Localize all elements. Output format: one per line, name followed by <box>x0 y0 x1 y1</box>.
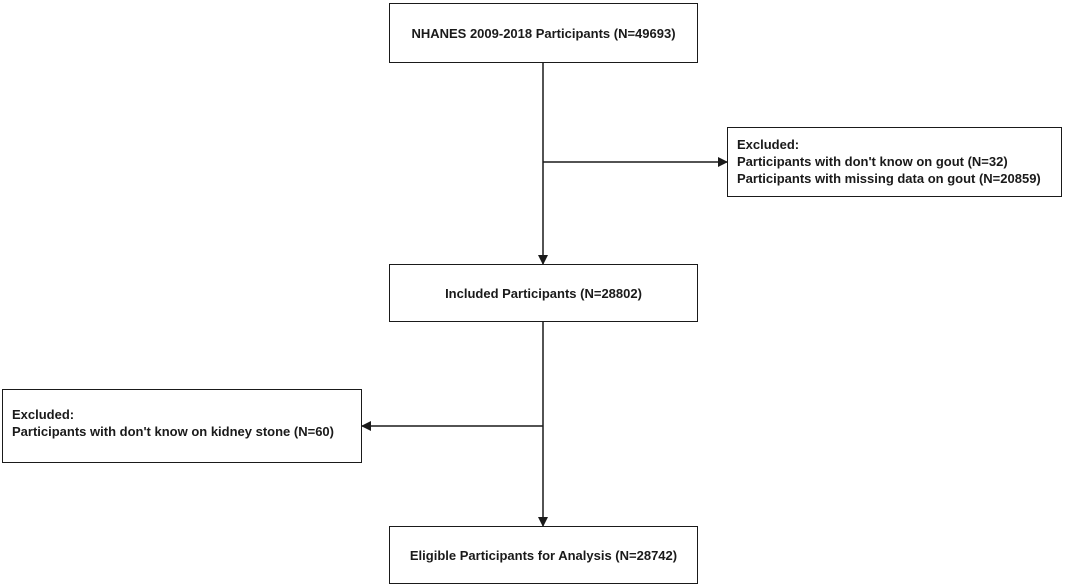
included-participants-text: Included Participants (N=28802) <box>445 285 642 301</box>
exclusion-box-gout: Excluded: Participants with don't know o… <box>727 127 1062 197</box>
exclusion-box-kidney-stone: Excluded: Participants with don't know o… <box>2 389 362 463</box>
exclusion-line-gout-missing: Participants with missing data on gout (… <box>737 171 1041 186</box>
exclusion-line-kidney-stone-dont-know: Participants with don't know on kidney s… <box>12 424 334 439</box>
start-participants-box: NHANES 2009-2018 Participants (N=49693) <box>389 3 698 63</box>
exclusion-heading: Excluded: <box>737 137 800 152</box>
exclusion-line-gout-dont-know: Participants with don't know on gout (N=… <box>737 154 1008 169</box>
included-participants-box: Included Participants (N=28802) <box>389 264 698 322</box>
eligible-participants-text: Eligible Participants for Analysis (N=28… <box>409 547 678 563</box>
eligible-participants-box: Eligible Participants for Analysis (N=28… <box>389 526 698 584</box>
exclusion-heading: Excluded: <box>12 407 75 422</box>
start-participants-text: NHANES 2009-2018 Participants (N=49693) <box>411 25 676 41</box>
